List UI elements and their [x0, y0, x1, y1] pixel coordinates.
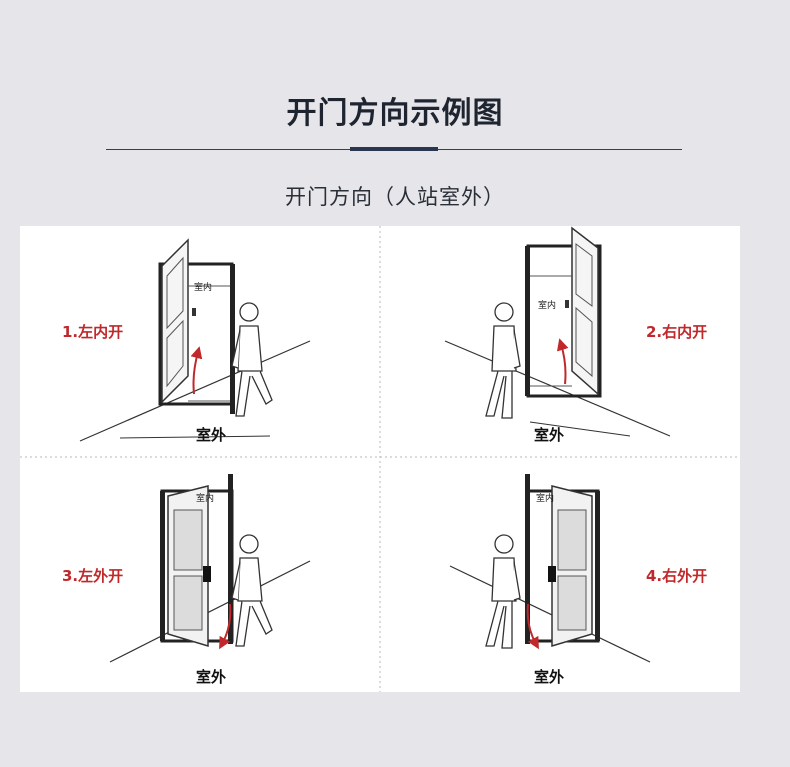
- case-label-right-out: 4.右外开: [646, 567, 708, 585]
- case-label-right-in: 2.右内开: [646, 323, 708, 341]
- inside-label: 室内: [194, 283, 213, 293]
- inside-label: 室内: [536, 494, 555, 504]
- title-divider-accent: [350, 147, 438, 151]
- diagram-left-out: [109, 474, 311, 663]
- diagram-panel: 1.左内开 2.右内开 3.左外开 4.右外开 室外 室外 室外 室外 室内 室…: [20, 226, 740, 692]
- inside-label: 室内: [196, 494, 215, 504]
- outside-label: 室外: [196, 426, 227, 444]
- diagram-left-in: [79, 238, 311, 442]
- case-label-left-out: 3.左外开: [62, 567, 124, 585]
- diagram-right-out: [449, 474, 651, 663]
- door-diagrams: [20, 226, 740, 692]
- outside-label: 室外: [534, 668, 565, 686]
- case-label-left-in: 1.左内开: [62, 323, 124, 341]
- outside-label: 室外: [196, 668, 227, 686]
- diagram-right-in: [444, 226, 671, 437]
- outside-label: 室外: [534, 426, 565, 444]
- page-subtitle: 开门方向（人站室外）: [285, 185, 505, 209]
- inside-label: 室内: [538, 301, 557, 311]
- page-title: 开门方向示例图: [286, 96, 504, 131]
